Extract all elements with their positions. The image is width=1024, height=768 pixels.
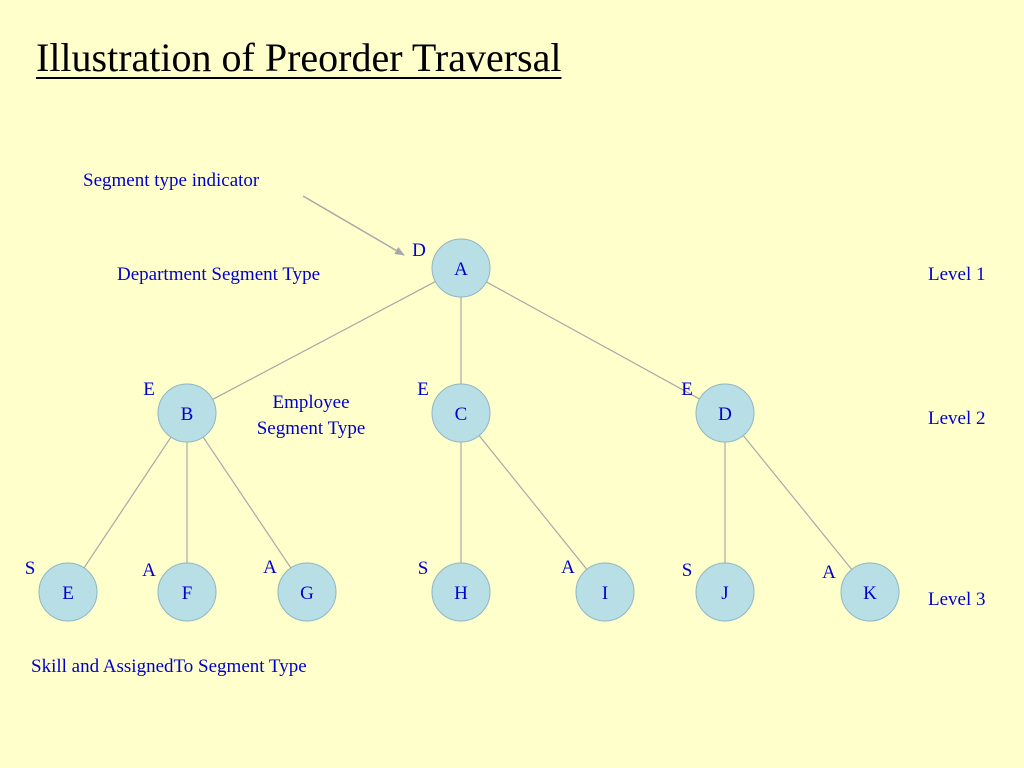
segment-type-indicator: D (412, 240, 426, 261)
node-label: B (181, 404, 194, 425)
node-label: K (863, 583, 877, 604)
tree-node-K: KA (822, 562, 900, 622)
node-label: J (721, 583, 728, 604)
node-label: F (182, 583, 193, 604)
employee-label-line-1: Employee (272, 392, 350, 413)
node-circle (695, 562, 755, 622)
tree-node-I: IA (561, 557, 635, 622)
node-label: A (454, 259, 468, 280)
tree-node-C: CE (417, 379, 491, 443)
tree-node-B: BE (143, 379, 217, 443)
node-label: G (300, 583, 314, 604)
level-3-label: Level 3 (928, 589, 986, 610)
skill-assigned-segment-type-label: Skill and AssignedTo Segment Type (31, 656, 307, 677)
department-segment-type-label: Department Segment Type (117, 264, 321, 285)
tree-node-G: GA (263, 557, 337, 622)
node-circle (575, 562, 635, 622)
node-label: C (455, 404, 468, 425)
segment-type-indicator: A (142, 560, 156, 581)
edge-C-I (478, 435, 588, 570)
edge-A-D (486, 281, 700, 400)
node-circle (695, 383, 755, 443)
node-circle (431, 238, 491, 298)
segment-type-indicator: S (682, 560, 693, 581)
tree-node-H: HS (418, 558, 491, 622)
node-circle (277, 562, 337, 622)
segment-type-indicator: E (417, 379, 429, 400)
segment-type-indicator: E (681, 379, 693, 400)
segment-type-indicator: A (561, 557, 575, 578)
employee-label-line-2: Segment Type (256, 417, 366, 439)
node-circle (157, 562, 217, 622)
node-label: D (718, 404, 732, 425)
tree-node-J: JS (682, 560, 755, 622)
segment-type-indicator: E (143, 379, 155, 400)
tree-node-F: FA (142, 560, 217, 622)
node-circle (38, 562, 98, 622)
segment-type-indicator: S (418, 558, 429, 579)
slide-title: Illustration of Preorder Traversal (36, 35, 562, 80)
tree-node-D: DE (681, 379, 755, 443)
segment-type-indicator-label: Segment type indicator (83, 170, 260, 191)
level-1-label: Level 1 (928, 264, 986, 285)
node-circle (840, 562, 900, 622)
node-circle (431, 562, 491, 622)
segment-type-indicator: A (263, 557, 277, 578)
tree-node-E: ES (25, 558, 98, 622)
segment-type-indicator: S (25, 558, 36, 579)
indicator-arrow (302, 195, 405, 256)
tree-node-A: AD (412, 238, 491, 298)
edge-B-G (202, 436, 292, 569)
node-circle (431, 383, 491, 443)
node-label: E (62, 583, 74, 604)
edge-B-E (83, 436, 172, 569)
node-label: I (602, 583, 608, 604)
level-2-label: Level 2 (928, 408, 986, 429)
node-circle (157, 383, 217, 443)
segment-type-indicator: A (822, 562, 836, 583)
employee-segment-type-label: Employee Segment Type (236, 390, 386, 441)
edge-A-B (212, 281, 436, 400)
edge-D-K (742, 435, 853, 570)
node-label: H (454, 583, 468, 604)
